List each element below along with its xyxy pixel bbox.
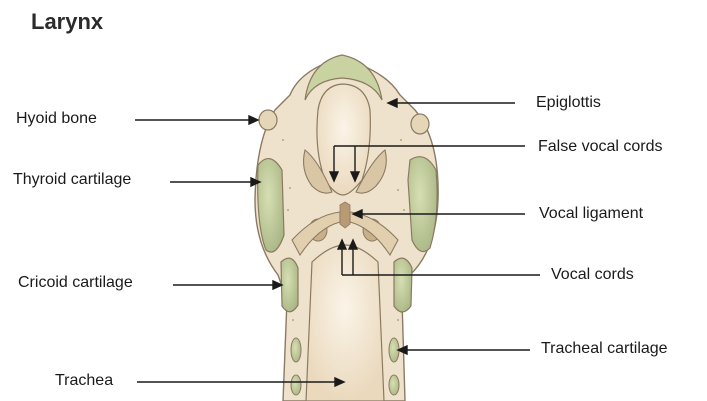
cricoid-right <box>394 258 412 312</box>
label-hyoid-bone: Hyoid bone <box>16 110 97 128</box>
label-vocal-ligament: Vocal ligament <box>539 205 643 223</box>
label-false-vocal-cords: False vocal cords <box>538 138 663 156</box>
hyoid-right <box>411 114 429 134</box>
glottis <box>340 202 350 228</box>
trachea-lumen <box>306 245 384 401</box>
label-tracheal-cartilage: Tracheal cartilage <box>541 340 668 358</box>
label-vocal-cords: Vocal cords <box>551 266 634 284</box>
hyoid-left <box>259 110 277 130</box>
label-trachea: Trachea <box>55 372 113 390</box>
label-thyroid-cartilage: Thyroid cartilage <box>13 171 131 189</box>
tracheal-ring-left-2 <box>291 375 301 395</box>
label-epiglottis: Epiglottis <box>536 94 601 112</box>
tracheal-ring-left-1 <box>291 338 301 362</box>
tracheal-ring-right-2 <box>389 375 399 395</box>
thyroid-right <box>408 157 437 252</box>
label-cricoid-cartilage: Cricoid cartilage <box>18 274 133 292</box>
